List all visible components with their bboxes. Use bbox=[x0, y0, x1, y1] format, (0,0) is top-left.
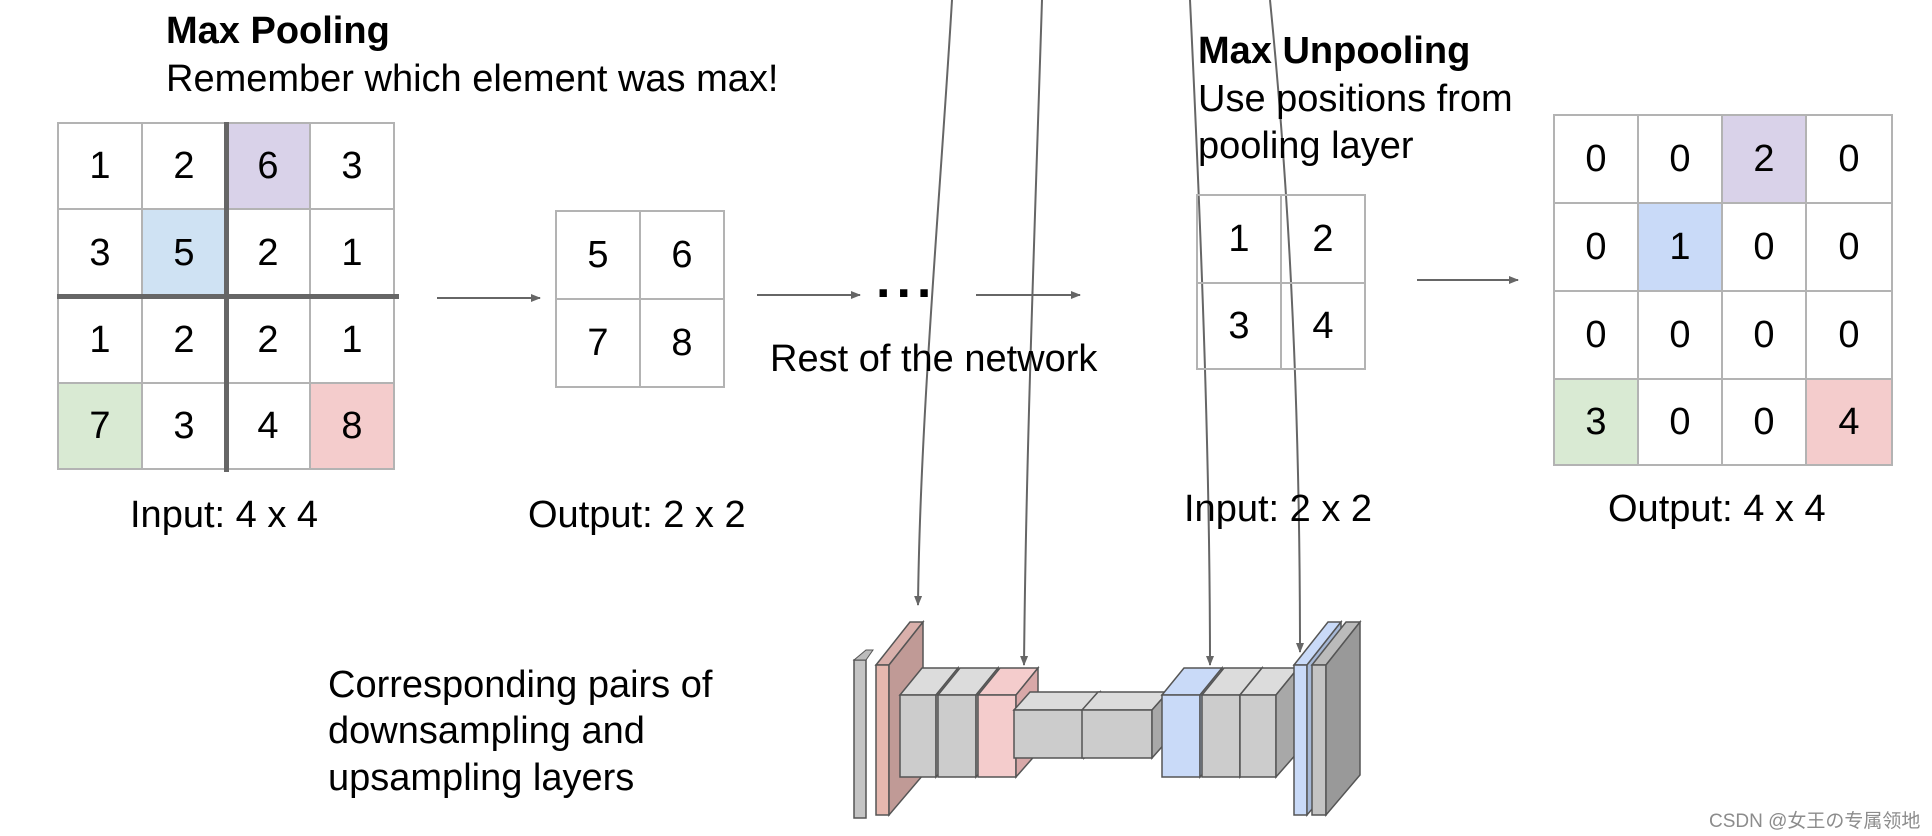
grid-cell: 2 bbox=[141, 122, 227, 210]
grid-cell: 3 bbox=[141, 382, 227, 470]
unpooling-subtitle-2: pooling layer bbox=[1198, 125, 1414, 167]
grid-cell: 4 bbox=[1280, 282, 1366, 370]
grid-cell: 8 bbox=[639, 298, 725, 388]
grid-cell: 0 bbox=[1805, 202, 1893, 292]
grid-cell: 3 bbox=[309, 122, 395, 210]
unpooling-subtitle-1: Use positions from bbox=[1198, 78, 1513, 120]
grid-cell: 8 bbox=[309, 382, 395, 470]
grid-cell: 0 bbox=[1721, 378, 1807, 466]
grid-cell: 1 bbox=[57, 122, 143, 210]
unpooling-input-grid: 1 2 3 4 bbox=[1196, 194, 1368, 370]
grid-cell: 2 bbox=[225, 208, 311, 298]
network-blocks bbox=[852, 619, 1362, 819]
caption-line-1: Corresponding pairs of bbox=[328, 664, 713, 706]
grid-cell: 0 bbox=[1553, 202, 1639, 292]
grid-cell: 5 bbox=[141, 208, 227, 298]
connector-1 bbox=[914, 0, 953, 606]
grid-cell: 4 bbox=[225, 382, 311, 470]
pooling-output-grid: 5 6 7 8 bbox=[555, 210, 727, 388]
grid-cell: 0 bbox=[1553, 290, 1639, 380]
grid-cell: 6 bbox=[225, 122, 311, 210]
grid-cell: 0 bbox=[1805, 290, 1893, 380]
grid-cell: 5 bbox=[555, 210, 641, 300]
unpooling-input-label: Input: 2 x 2 bbox=[1184, 488, 1373, 530]
grid-cell: 2 bbox=[141, 296, 227, 384]
grid-cell: 2 bbox=[1721, 114, 1807, 204]
grid-cell: 7 bbox=[555, 298, 641, 388]
grid-cell: 1 bbox=[309, 208, 395, 298]
connector-2 bbox=[1020, 0, 1043, 666]
caption-line-2: downsampling and bbox=[328, 710, 645, 752]
grid-cell: 3 bbox=[1553, 378, 1639, 466]
pooling-output-label: Output: 2 x 2 bbox=[528, 494, 746, 536]
connector-3 bbox=[1189, 0, 1214, 666]
connector-4 bbox=[1269, 0, 1304, 653]
grid-cell: 0 bbox=[1637, 378, 1723, 466]
caption-line-3: upsampling layers bbox=[328, 757, 635, 799]
pooling-subtitle: Remember which element was max! bbox=[166, 58, 779, 100]
unpooling-output-grid: 0 0 2 0 0 1 0 0 0 0 0 0 3 0 0 4 bbox=[1553, 114, 1895, 466]
unpooling-output-label: Output: 4 x 4 bbox=[1608, 488, 1826, 530]
grid-cell: 4 bbox=[1805, 378, 1893, 466]
grid-cell: 3 bbox=[1196, 282, 1282, 370]
ellipsis: ... bbox=[876, 251, 938, 309]
grid-cell: 0 bbox=[1637, 290, 1723, 380]
grid-cell: 1 bbox=[1637, 202, 1723, 292]
grid-cell: 0 bbox=[1553, 114, 1639, 204]
grid-cell: 0 bbox=[1721, 290, 1807, 380]
pooling-title: Max Pooling bbox=[166, 10, 390, 52]
pooling-input-label: Input: 4 x 4 bbox=[130, 494, 319, 536]
rest-of-network-label: Rest of the network bbox=[770, 338, 1098, 380]
grid-cell: 6 bbox=[639, 210, 725, 300]
grid-cell: 3 bbox=[57, 208, 143, 298]
grid-cell: 2 bbox=[1280, 194, 1366, 284]
grid-cell: 0 bbox=[1805, 114, 1893, 204]
watermark: CSDN @女王の专属领地 bbox=[1709, 811, 1921, 832]
pooling-input-grid: 1 2 6 3 3 5 2 1 1 2 2 1 7 3 4 8 bbox=[57, 122, 399, 472]
grid-cell: 7 bbox=[57, 382, 143, 470]
grid-cell: 1 bbox=[1196, 194, 1282, 284]
unpooling-title: Max Unpooling bbox=[1198, 30, 1471, 72]
grid-cell: 2 bbox=[225, 296, 311, 384]
grid-cell: 1 bbox=[309, 296, 395, 384]
pool-divider-horizontal bbox=[57, 294, 399, 299]
grid-cell: 1 bbox=[57, 296, 143, 384]
grid-cell: 0 bbox=[1637, 114, 1723, 204]
grid-cell: 0 bbox=[1721, 202, 1807, 292]
